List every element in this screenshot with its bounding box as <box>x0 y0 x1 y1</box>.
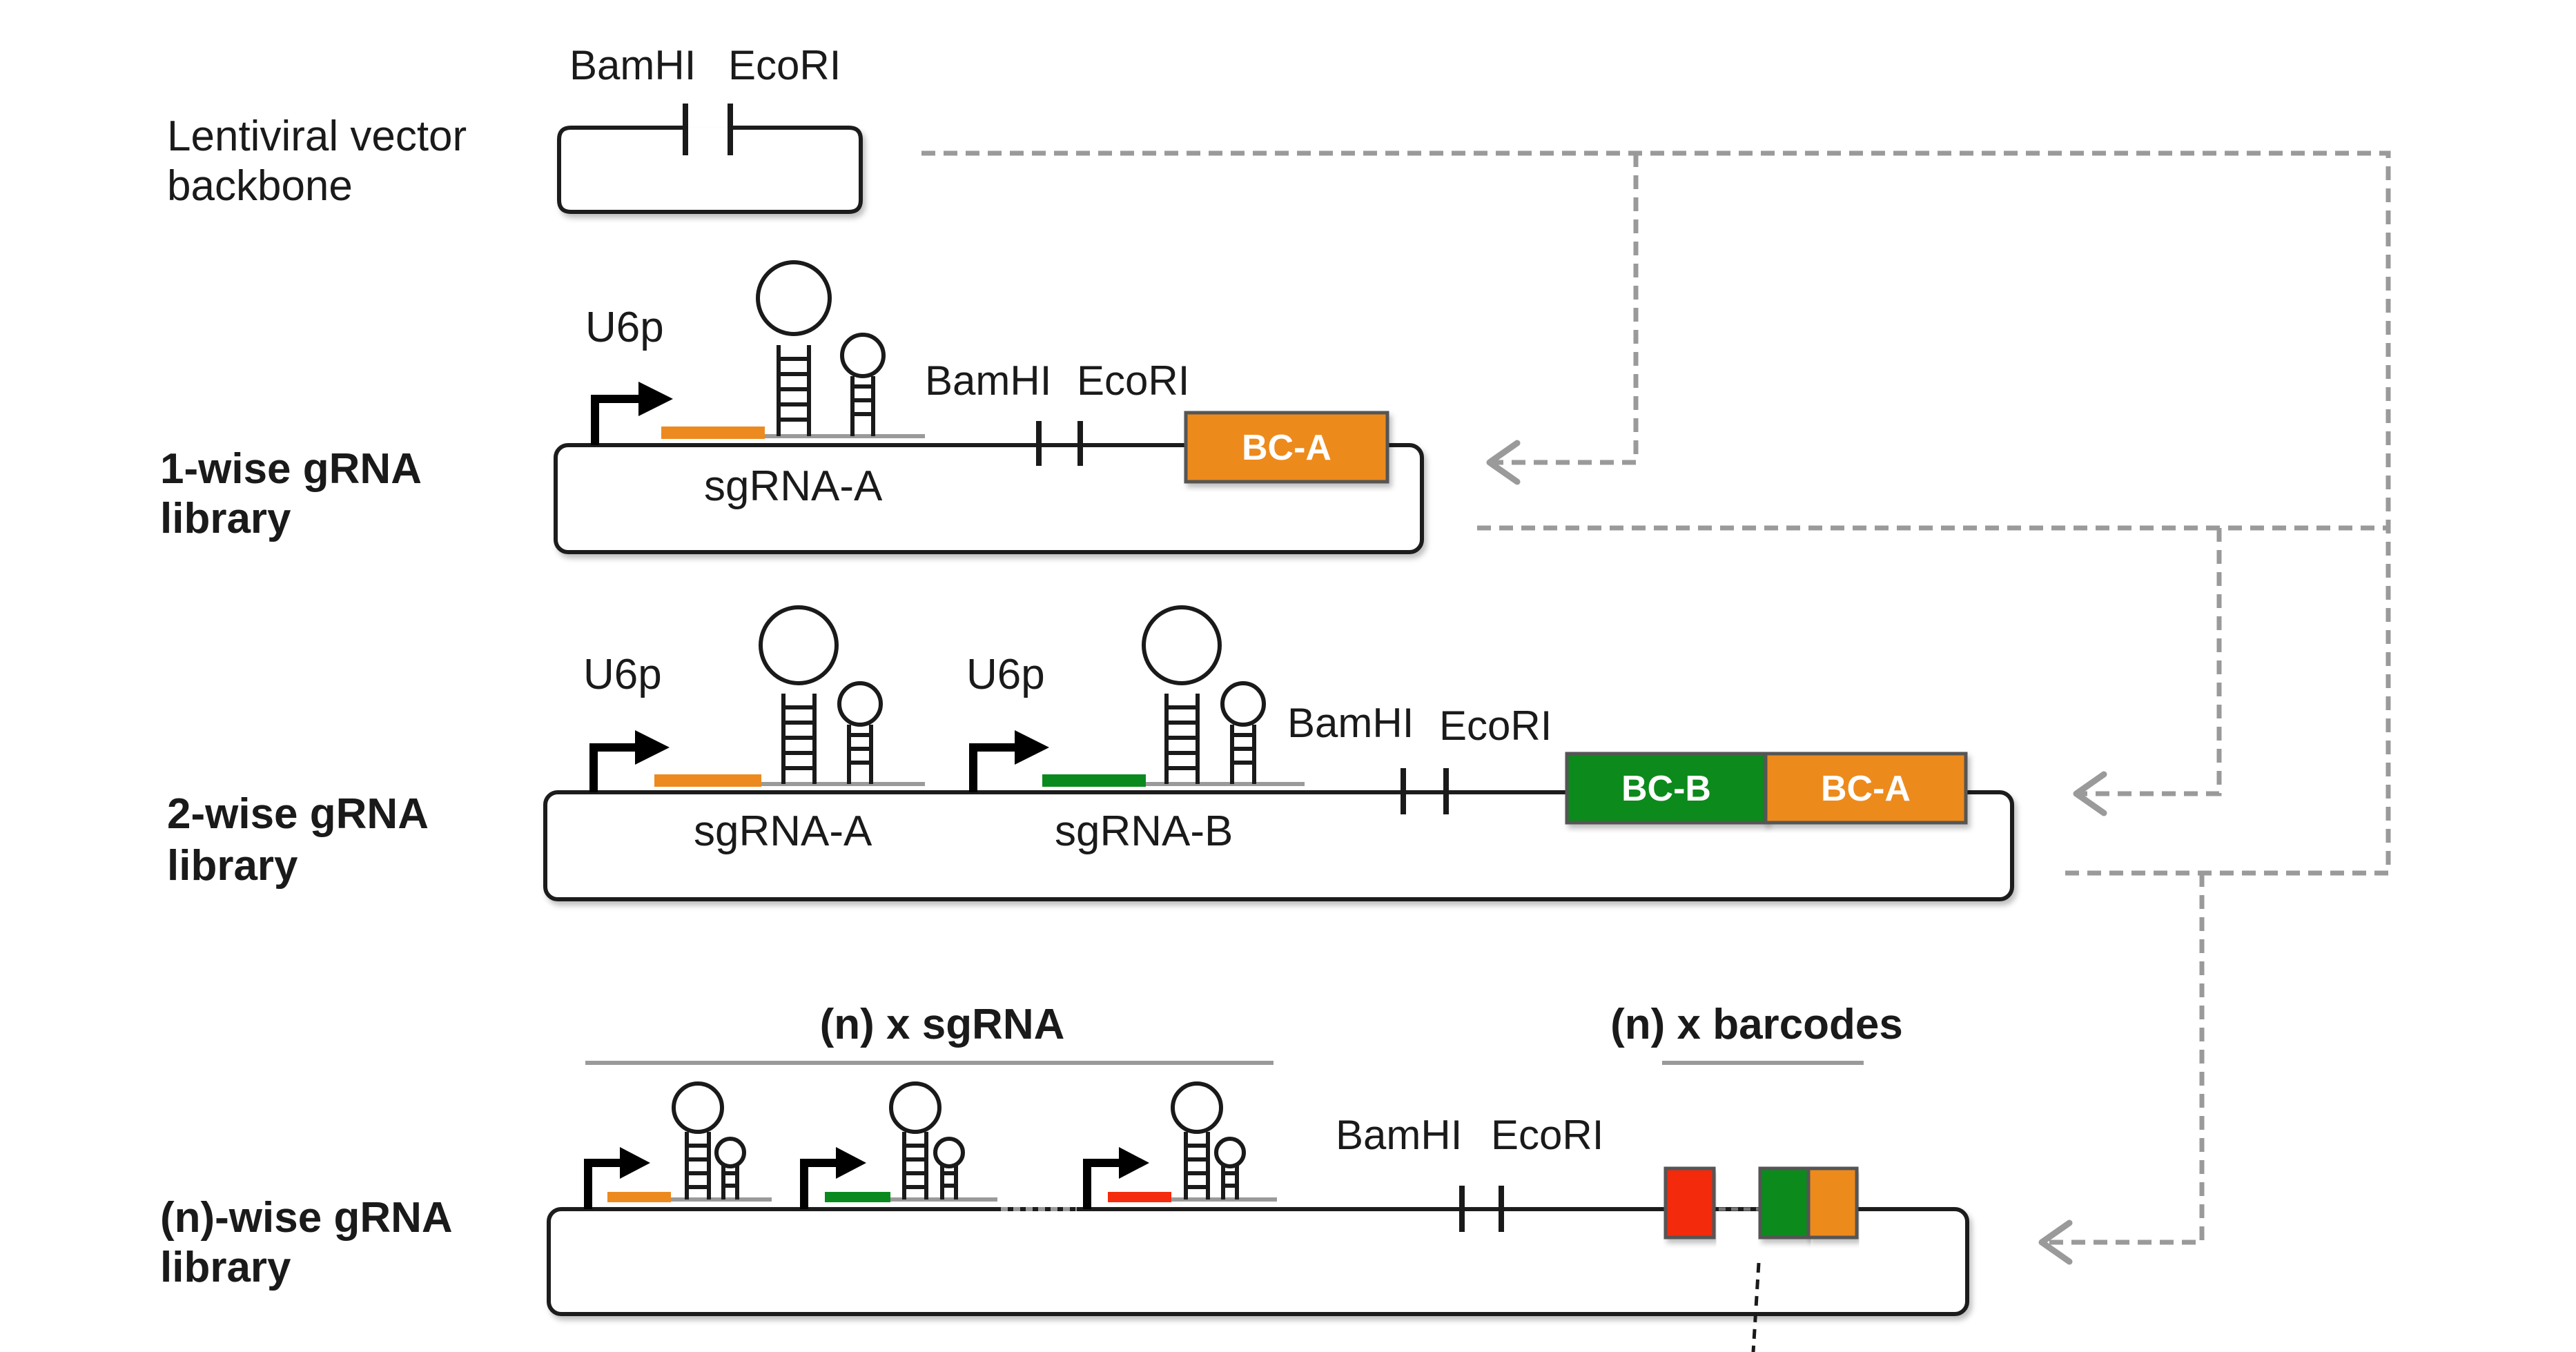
two-wise-promoter-1-label: U6p <box>583 651 662 698</box>
n-wise-label-line2: library <box>160 1244 291 1291</box>
backbone-ecori-label: EcoRI <box>728 42 841 88</box>
n-wise-sgrna-spacer-orange <box>607 1192 671 1202</box>
n-wise-barcode-green <box>1758 1166 1811 1240</box>
connector-to-two-wise <box>2081 528 2222 796</box>
two-wise-row: 2-wise gRNA library U6p sgRNA-A U6p <box>167 605 2014 901</box>
two-wise-sgrna-a-spacer <box>654 774 761 787</box>
one-wise-promoter-label: U6p <box>585 304 664 351</box>
two-wise-promoter-1-arrow <box>589 743 649 792</box>
n-wise-row: (n)-wise gRNA library (n) x sgRNA (n) x … <box>160 1001 1969 1352</box>
two-wise-hairpin-small-2 <box>1220 681 1266 784</box>
two-wise-barcode-a <box>1764 752 1968 825</box>
one-wise-bamhi-label: BamHI <box>925 357 1051 404</box>
two-wise-barcode-b <box>1565 752 1768 825</box>
two-wise-ecori-label: EcoRI <box>1439 703 1552 749</box>
one-wise-ecori-label: EcoRI <box>1077 357 1189 404</box>
one-wise-promoter-arrowhead <box>638 382 673 416</box>
one-wise-promoter-arrow <box>591 395 652 445</box>
arrow-into-two-wise <box>2073 771 2107 816</box>
two-wise-promoter-2-label: U6p <box>966 651 1045 698</box>
n-wise-sgrna-spacer-red <box>1108 1192 1171 1202</box>
two-wise-promoter-2-arrowhead <box>1015 730 1049 765</box>
two-wise-barcode-a-label: BC-A <box>1821 769 1911 809</box>
two-wise-barcode-b-label: BC-B <box>1621 769 1711 809</box>
n-wise-sgrna-header: (n) x sgRNA <box>820 1001 1065 1048</box>
one-wise-label-line1: 1-wise gRNA <box>160 445 422 493</box>
n-wise-bamhi-label: BamHI <box>1336 1112 1462 1158</box>
two-wise-hairpin-small-1 <box>837 681 883 784</box>
one-wise-hairpin-large <box>756 260 832 436</box>
one-wise-sgrna-a-spacer <box>661 427 765 439</box>
arrow-into-one-wise <box>1486 440 1521 485</box>
one-wise-barcode-a <box>1184 411 1389 484</box>
n-wise-barcode-red <box>1663 1166 1716 1240</box>
one-wise-hairpin-small <box>840 333 886 436</box>
n-wise-barcode-pointer <box>1751 1262 1761 1352</box>
n-wise-cassette-1 <box>584 1081 772 1209</box>
flow-connectors <box>921 150 2391 1265</box>
one-wise-sgrna-a-label: sgRNA-A <box>704 462 883 510</box>
n-wise-cassette-2 <box>800 1081 997 1209</box>
two-wise-promoter-1-arrowhead <box>635 730 670 765</box>
connector-backbone-to-right-rail <box>921 150 2391 876</box>
connector-to-one-wise <box>1494 153 1639 465</box>
two-wise-bamhi-label: BamHI <box>1287 700 1414 746</box>
two-wise-sgrna-b-spacer <box>1042 774 1146 787</box>
n-wise-ecori-label: EcoRI <box>1491 1112 1603 1158</box>
backbone-bamhi-label: BamHI <box>569 42 696 88</box>
arrow-into-n-wise <box>2038 1219 2073 1265</box>
n-wise-barcode-orange <box>1806 1166 1859 1240</box>
two-wise-hairpin-large-1 <box>759 605 839 784</box>
backbone-label-line1: Lentiviral vector <box>167 112 467 160</box>
two-wise-sgrna-b-label: sgRNA-B <box>1055 807 1233 855</box>
n-wise-barcode-header: (n) x barcodes <box>1610 1001 1903 1048</box>
backbone-vector-box <box>557 126 863 214</box>
one-wise-barcode-a-label: BC-A <box>1242 428 1331 468</box>
n-wise-cassette-n <box>1083 1081 1277 1209</box>
n-wise-label-line1: (n)-wise gRNA <box>160 1194 453 1242</box>
two-wise-promoter-2-arrow <box>969 743 1028 792</box>
backbone-row: Lentiviral vector backbone BamHI EcoRI <box>167 42 863 214</box>
connector-to-n-wise <box>2047 873 2205 1245</box>
two-wise-label-line2: library <box>167 842 298 890</box>
one-wise-label-line2: library <box>160 495 291 542</box>
two-wise-label-line1: 2-wise gRNA <box>167 790 429 838</box>
n-wise-vector-box <box>547 1207 1969 1316</box>
backbone-label-line2: backbone <box>167 162 353 210</box>
n-wise-sgrna-spacer-green <box>825 1192 890 1202</box>
one-wise-row: 1-wise gRNA library U6p sgRNA-A BamH <box>160 260 1424 554</box>
two-wise-hairpin-large-2 <box>1142 605 1222 784</box>
two-wise-sgrna-a-label: sgRNA-A <box>694 807 872 855</box>
